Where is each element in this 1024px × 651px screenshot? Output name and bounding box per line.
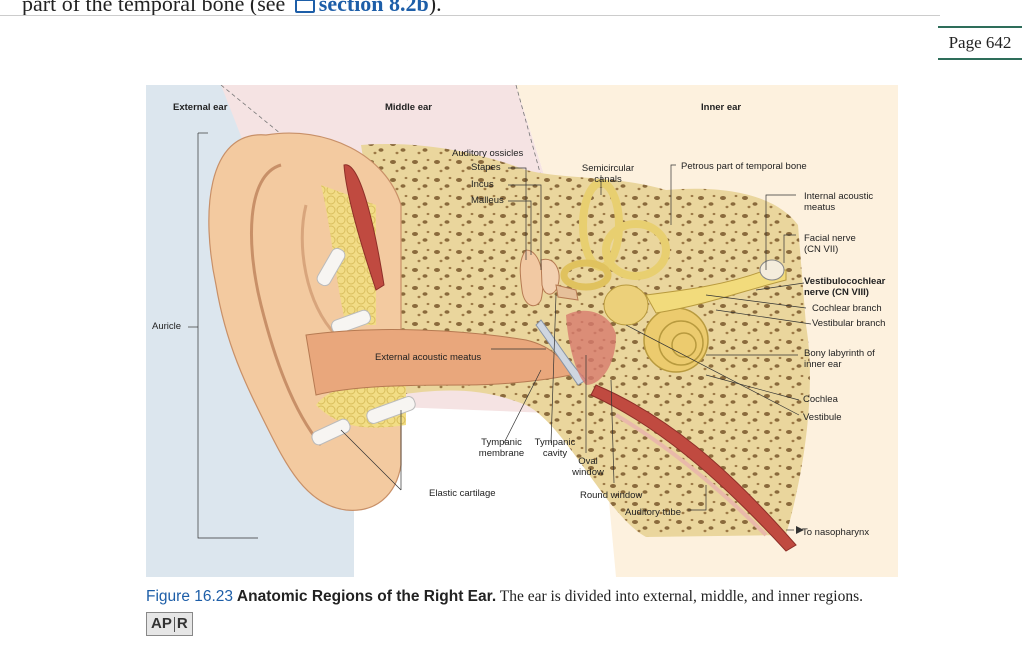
label-nasopharynx: To nasopharynx [802, 527, 870, 538]
label-semicircular-canals: Semicircular canals [581, 163, 635, 185]
cochlea-turn-2 [671, 332, 697, 358]
label-external-acoustic-meatus: External acoustic meatus [375, 352, 482, 363]
label-vestibular-branch: Vestibular branch [812, 318, 886, 329]
label-tympanic-membrane: Tympanic membrane [478, 437, 525, 459]
figure-title: Anatomic Regions of the Right Ear. [236, 588, 497, 605]
apr-badge-separator [173, 616, 175, 632]
body-text-prefix: part of the temporal bone (see [22, 0, 286, 16]
cut-off-body-text: part of the temporal bone (see section 8… [22, 0, 442, 17]
label-internal-acoustic-meatus: Internal acoustic meatus [804, 191, 874, 213]
figure-caption: Figure 16.23 Anatomic Regions of the Rig… [146, 588, 906, 606]
label-auditory-tube: Auditory tube [625, 507, 681, 518]
stapes-bone [555, 284, 579, 301]
vestibulocochlear-nerve-bundle [645, 269, 787, 314]
incus-bone [540, 258, 560, 295]
cartilage-plate-4 [366, 396, 416, 424]
figure-description: The ear is divided into external, middle… [499, 588, 864, 605]
apr-badge-right: R [176, 615, 188, 632]
label-tympanic-cavity: Tympanic cavity [534, 437, 576, 459]
label-incus: Incus [471, 179, 494, 190]
ear-illustration [146, 85, 898, 577]
region-label-inner: Inner ear [701, 102, 742, 113]
body-text-suffix: ). [428, 0, 442, 16]
tympanic-membrane [535, 319, 587, 386]
top-divider [0, 15, 940, 16]
label-auricle: Auricle [152, 321, 182, 332]
auditory-tube-lining [614, 413, 768, 537]
label-petrous-temporal: Petrous part of temporal bone [681, 161, 807, 172]
label-cochlear-branch: Cochlear branch [812, 303, 882, 314]
section-link[interactable]: section 8.2b [318, 0, 429, 16]
label-stapes: Stapes [471, 162, 501, 173]
label-round-window: Round window [580, 490, 643, 501]
label-vestibulocochlear-nerve: Vestibulocochlear nerve (CN VIII) [804, 276, 886, 298]
muscle-band [343, 164, 385, 291]
label-bony-labyrinth: Bony labyrinth of inner ear [804, 348, 875, 370]
page-number: Page 642 [938, 26, 1022, 60]
internal-acoustic-meatus-opening [759, 259, 785, 281]
link-icon[interactable] [294, 0, 315, 13]
label-auditory-ossicles: Auditory ossicles [452, 148, 524, 159]
helix-fold [249, 163, 323, 446]
figure-number: Figure 16.23 [146, 588, 234, 605]
antihelix-fold [300, 204, 338, 337]
region-label-external: External ear [173, 102, 228, 113]
label-malleus: Malleus [471, 195, 504, 206]
label-vestibule: Vestibule [803, 412, 842, 423]
semicircular-canal-lateral [560, 259, 612, 291]
cartilage-plate-3 [311, 418, 351, 446]
vestibule-body [603, 284, 649, 326]
cartilage-plate-1 [316, 247, 346, 287]
region-label-middle: Middle ear [385, 102, 432, 113]
label-oval-window: Oval window [572, 456, 604, 478]
label-facial-nerve: Facial nerve (CN VII) [804, 233, 856, 255]
nasopharynx-arrow-icon [796, 526, 804, 534]
ear-anatomy-figure: External ear Middle ear Inner ear Auricl… [146, 85, 898, 577]
label-cochlea: Cochlea [803, 394, 838, 405]
leader-lines [188, 132, 812, 539]
apr-badge-left: AP [151, 615, 172, 632]
cochlea-turn-1 [658, 320, 704, 366]
semicircular-canal-posterior [602, 220, 670, 280]
cartilage-plate-2 [331, 309, 371, 335]
tympanic-cavity-area [566, 310, 616, 385]
label-elastic-cartilage: Elastic cartilage [429, 488, 496, 499]
malleus-bone [519, 249, 544, 307]
